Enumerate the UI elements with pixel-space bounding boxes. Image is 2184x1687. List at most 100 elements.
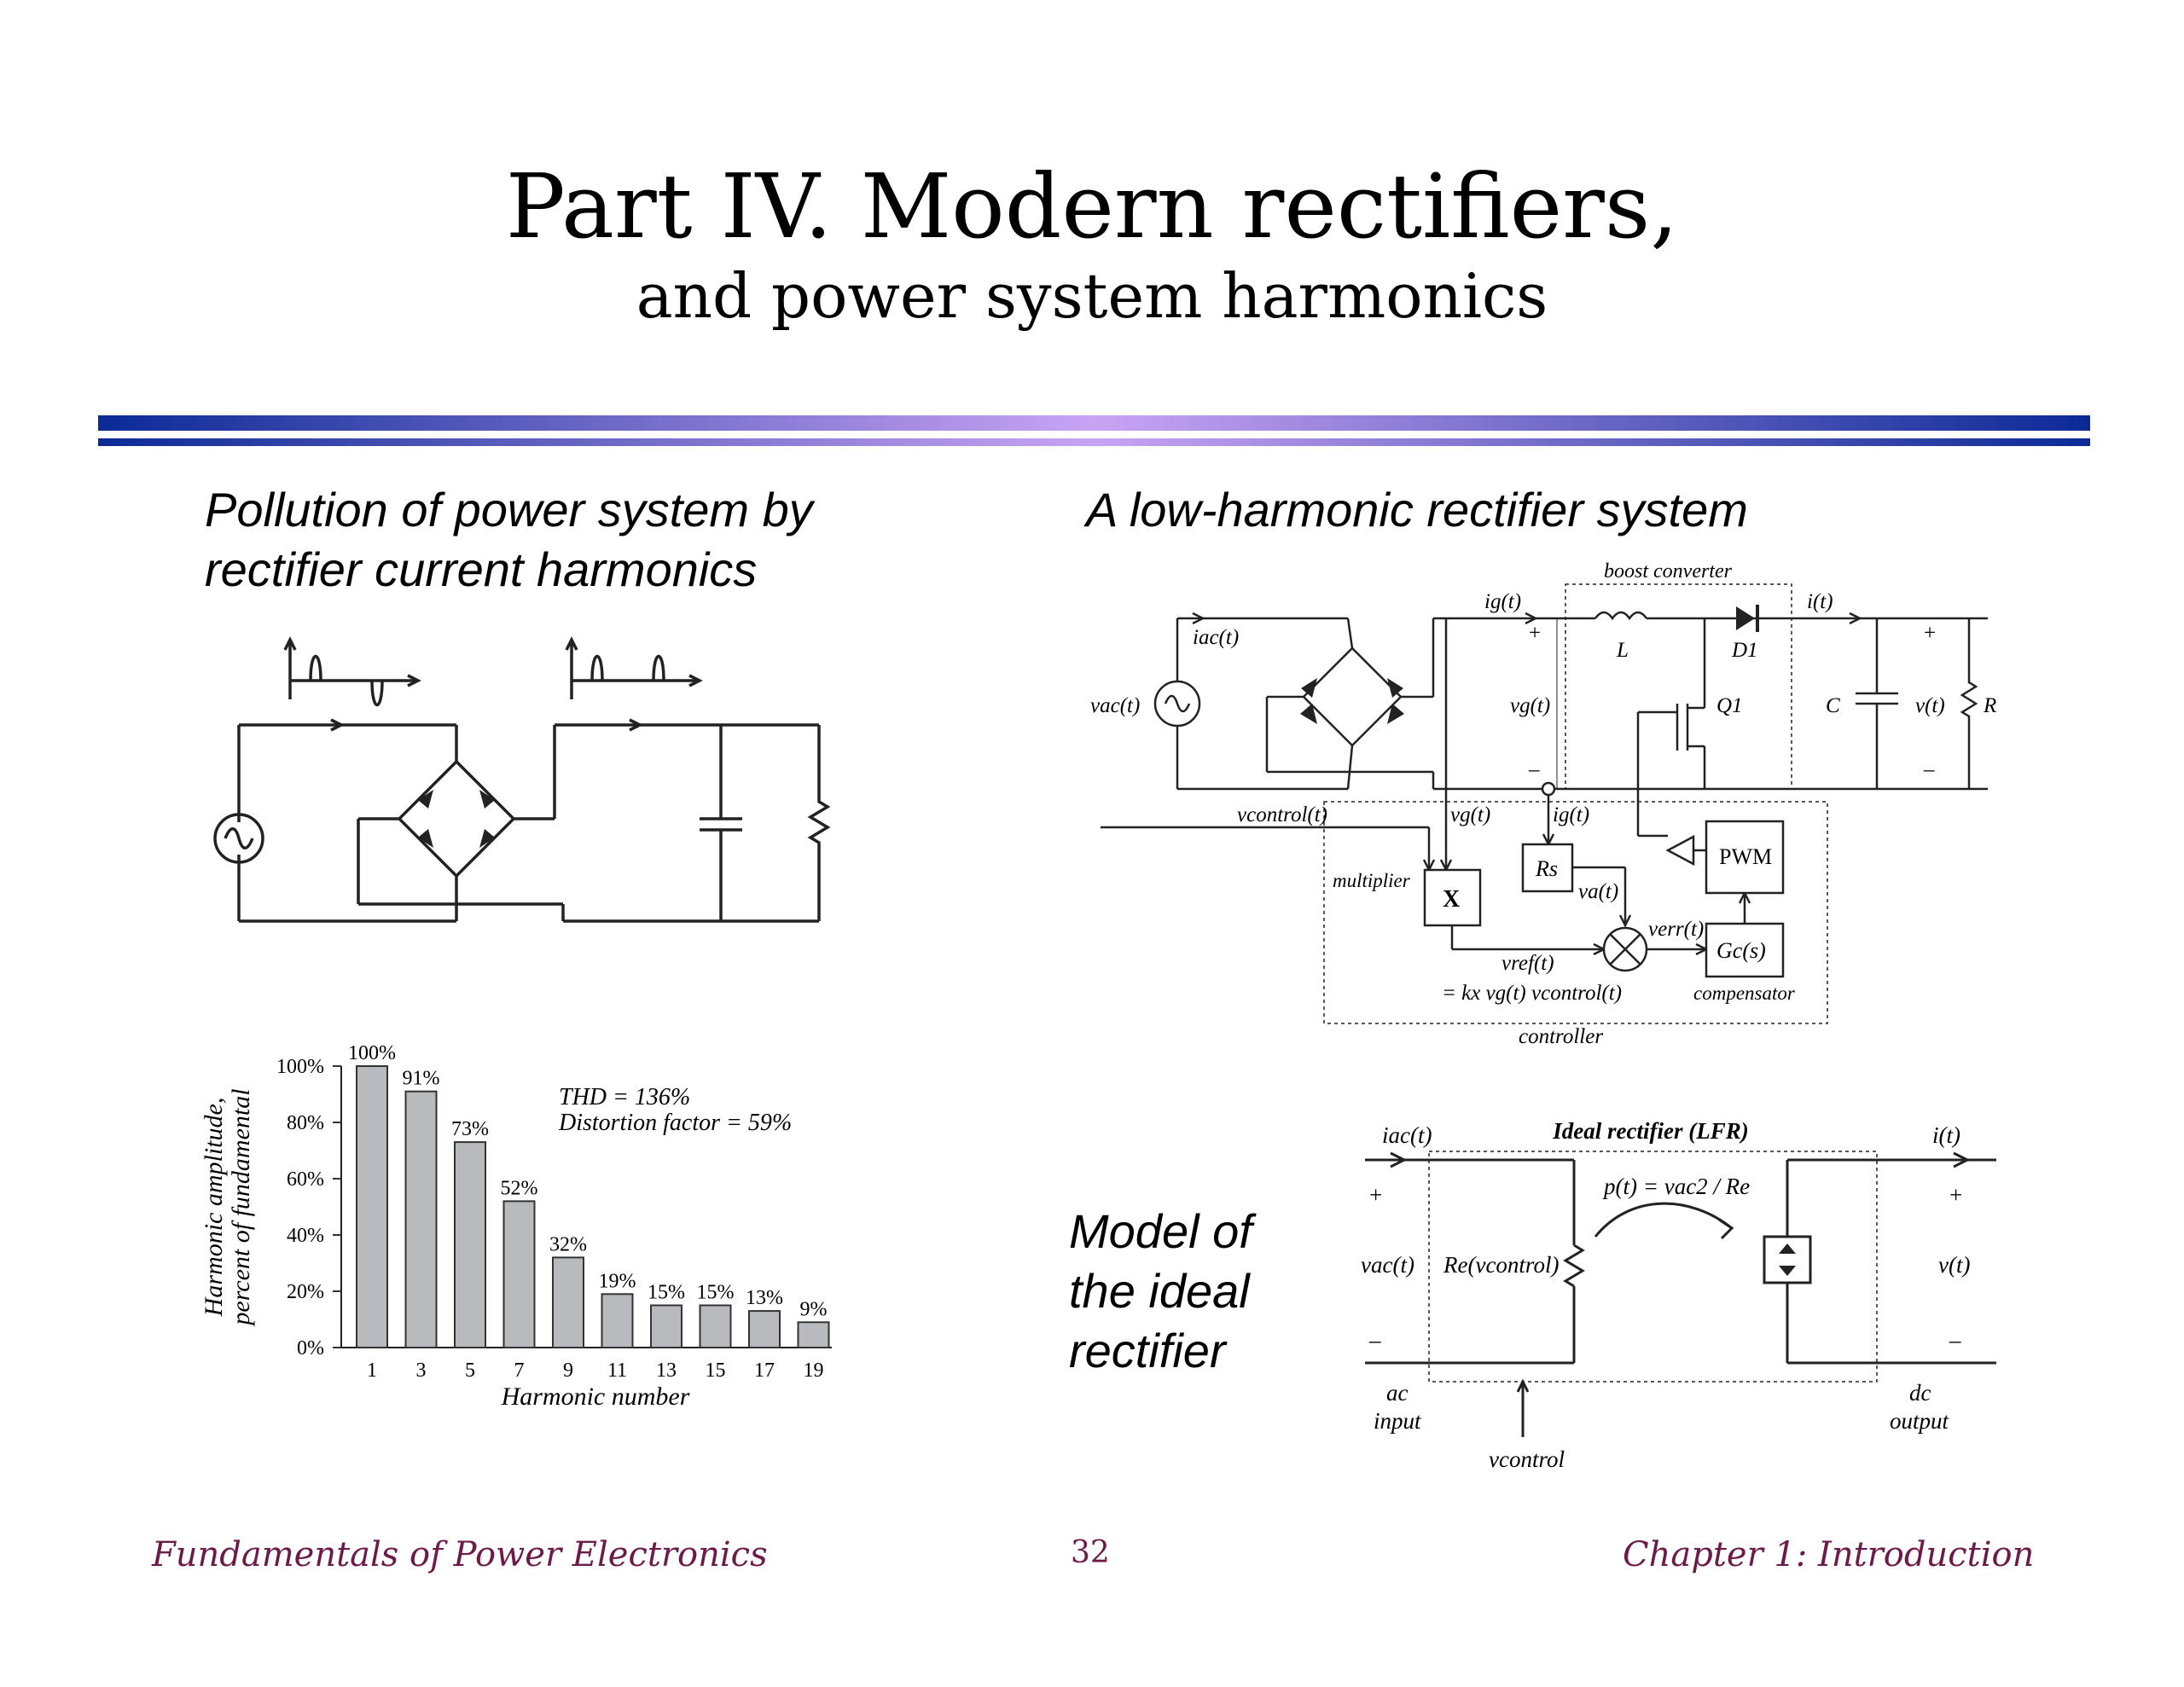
chart-ylabel-line2: percent of fundamental: [227, 1088, 255, 1326]
chart-bar: [552, 1256, 584, 1348]
left-heading-line2: rectifier current harmonics: [205, 542, 758, 596]
chart-data-label: 100%: [348, 1042, 396, 1064]
chart-xlabel: Harmonic number: [501, 1383, 690, 1411]
chart-y-tick-label: 0%: [297, 1337, 324, 1359]
label-D1: D1: [1731, 639, 1758, 662]
model-label-line2: the ideal: [1069, 1264, 1250, 1318]
label-R: R: [1983, 694, 1996, 717]
label-verr: verr(t): [1648, 918, 1704, 941]
label-minus-vg: –: [1528, 758, 1540, 781]
model-label-title: Ideal rectifier (LFR): [1552, 1118, 1748, 1144]
chart-y-tick-label: 40%: [287, 1225, 324, 1247]
low-harmonic-rectifier-schematic: boost converter ig(t) i(t) iac(t) vac(t)…: [1090, 560, 1996, 1048]
label-Gc: Gc(s): [1716, 938, 1766, 963]
label-plus-v: +: [1924, 622, 1936, 645]
chart-data-label: 52%: [501, 1177, 538, 1199]
label-va: va(t): [1578, 880, 1618, 903]
label-vac: vac(t): [1090, 694, 1140, 717]
model-label-v: v(t): [1938, 1252, 1970, 1278]
chart-annotation-distortion: Distortion factor = 59%: [558, 1110, 792, 1136]
chart-x-tick-label: 3: [416, 1359, 427, 1382]
model-label-line1: Model of: [1069, 1204, 1252, 1258]
label-ig: ig(t): [1484, 590, 1521, 613]
label-controller: controller: [1519, 1025, 1603, 1048]
model-label-iac: iac(t): [1382, 1122, 1432, 1148]
chart-ylabel-line1: Harmonic amplitude,: [200, 1098, 228, 1318]
chart-y-tick-label: 20%: [287, 1281, 324, 1303]
chart-x-tick-label: 9: [563, 1359, 573, 1382]
ideal-rectifier-model: iac(t) Ideal rectifier (LFR) i(t) p(t) =…: [1361, 1118, 1996, 1472]
chart-bar: [699, 1304, 732, 1348]
chart-x-tick-label: 7: [514, 1359, 525, 1382]
chart-x-tick-label: 1: [367, 1359, 377, 1382]
footer-chapter: Chapter 1: Introduction: [1623, 1535, 2035, 1574]
chart-data-label: 9%: [800, 1298, 828, 1320]
chart-data-label: 15%: [648, 1282, 685, 1304]
label-it: i(t): [1807, 590, 1833, 613]
model-label-it: i(t): [1932, 1122, 1960, 1148]
model-label-plus-out: +: [1949, 1182, 1962, 1208]
chart-x-tick-label: 11: [607, 1359, 627, 1382]
label-boost-converter: boost converter: [1604, 560, 1733, 583]
label-multiplier-x: X: [1443, 886, 1460, 913]
model-label-vcontrol: vcontrol: [1489, 1446, 1565, 1472]
footer-book-title: Fundamentals of Power Electronics: [152, 1535, 768, 1574]
label-v: v(t): [1915, 694, 1945, 717]
model-label-ac: ac: [1386, 1380, 1409, 1406]
page-number: 32: [1071, 1535, 1110, 1570]
chart-y-tick-label: 100%: [276, 1056, 324, 1078]
chart-bar: [748, 1310, 781, 1349]
chart-data-label: 19%: [599, 1270, 636, 1292]
chart-annotation-thd: THD = 136%: [559, 1084, 690, 1110]
chart-x-tick-label: 13: [656, 1359, 677, 1382]
model-label-vac: vac(t): [1361, 1252, 1414, 1278]
chart-data-label: 73%: [451, 1118, 489, 1140]
label-compensator: compensator: [1693, 983, 1796, 1004]
label-C: C: [1826, 694, 1840, 717]
chart-y-tick-label: 80%: [287, 1112, 324, 1134]
chart-bar: [502, 1200, 536, 1348]
right-heading: A low-harmonic rectifier system: [1086, 483, 1748, 536]
chart-data-label: 91%: [403, 1068, 440, 1090]
chart-y-tick-label: 60%: [287, 1168, 324, 1191]
label-iac: iac(t): [1193, 626, 1239, 649]
chart-x-tick-label: 19: [804, 1359, 824, 1382]
model-label-dc: dc: [1909, 1380, 1931, 1406]
chart-data-label: 32%: [549, 1233, 587, 1255]
chart-bar: [404, 1090, 438, 1348]
chart-x-tick-label: 5: [465, 1359, 475, 1382]
label-Q1: Q1: [1716, 694, 1743, 717]
chart-bar: [601, 1293, 634, 1348]
title-rule-bottom: [98, 438, 2090, 446]
model-label-power: p(t) = vac2 / Re: [1602, 1174, 1750, 1199]
bridge-rectifier-circuit: [213, 636, 831, 923]
chart-data-label: 13%: [746, 1287, 783, 1309]
label-Rs: Rs: [1535, 856, 1558, 881]
title-rule-top: [98, 415, 2090, 431]
label-multiplier: multiplier: [1333, 870, 1411, 891]
label-vref-equation: = kx vg(t) vcontrol(t): [1442, 982, 1622, 1005]
chart-x-tick-label: 15: [706, 1359, 726, 1382]
page-subtitle: and power system harmonics: [636, 260, 1548, 332]
model-label-minus-out: –: [1949, 1327, 1961, 1353]
page-title: Part IV. Modern rectifiers,: [505, 154, 1679, 258]
label-vg-controller: vg(t): [1450, 803, 1490, 826]
label-vref: vref(t): [1502, 952, 1554, 975]
model-label-minus-in: –: [1368, 1327, 1381, 1353]
model-label-plus-in: +: [1369, 1182, 1382, 1208]
chart-x-tick-label: 17: [754, 1359, 775, 1382]
left-heading-line1: Pollution of power system by: [205, 483, 813, 536]
label-vcontrol: vcontrol(t): [1237, 803, 1327, 826]
label-L: L: [1616, 639, 1629, 662]
model-label-input: input: [1374, 1408, 1422, 1434]
chart-bar: [454, 1141, 486, 1348]
model-label-line3: rectifier: [1069, 1324, 1226, 1377]
chart-bar: [356, 1065, 388, 1348]
model-label-output: output: [1890, 1408, 1950, 1434]
label-ig-controller: ig(t): [1553, 803, 1589, 826]
chart-bar: [797, 1321, 830, 1348]
model-label-Re: Re(vcontrol): [1443, 1252, 1559, 1278]
chart-bar: [650, 1304, 682, 1348]
label-minus-v: –: [1923, 758, 1935, 781]
